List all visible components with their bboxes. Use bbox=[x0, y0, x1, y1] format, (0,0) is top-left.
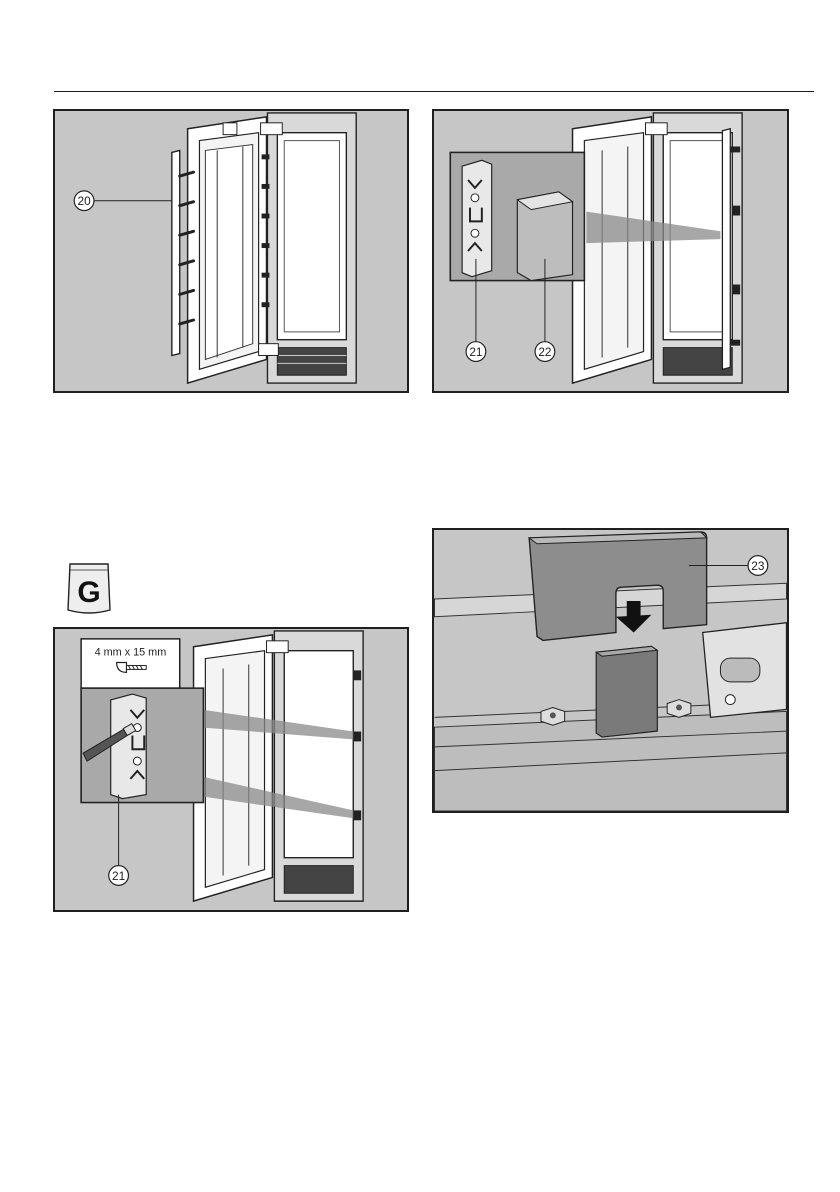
screw-size-label: 4 mm x 15 mm bbox=[95, 647, 167, 659]
callout-21-label: 21 bbox=[469, 345, 482, 359]
figure-bracket-cap: 21 22 bbox=[432, 109, 789, 393]
figure-side-trim: 20 bbox=[53, 109, 409, 393]
callout-21-bottom: 21 bbox=[109, 795, 129, 886]
figure-cover-cap: 23 bbox=[432, 528, 789, 813]
figure-screw-bracket: 4 mm x 15 mm 21 bbox=[53, 627, 409, 912]
callout-22-label: 22 bbox=[538, 345, 551, 359]
callout-21-bottom-label: 21 bbox=[112, 869, 125, 883]
accessory-bag-label: G bbox=[77, 576, 100, 609]
callout-23-label: 23 bbox=[751, 559, 765, 573]
accessory-bag-g-icon: G bbox=[64, 560, 114, 616]
callout-20: 20 bbox=[74, 191, 172, 211]
callout-20-label: 20 bbox=[78, 194, 92, 208]
header-rule bbox=[54, 91, 814, 92]
